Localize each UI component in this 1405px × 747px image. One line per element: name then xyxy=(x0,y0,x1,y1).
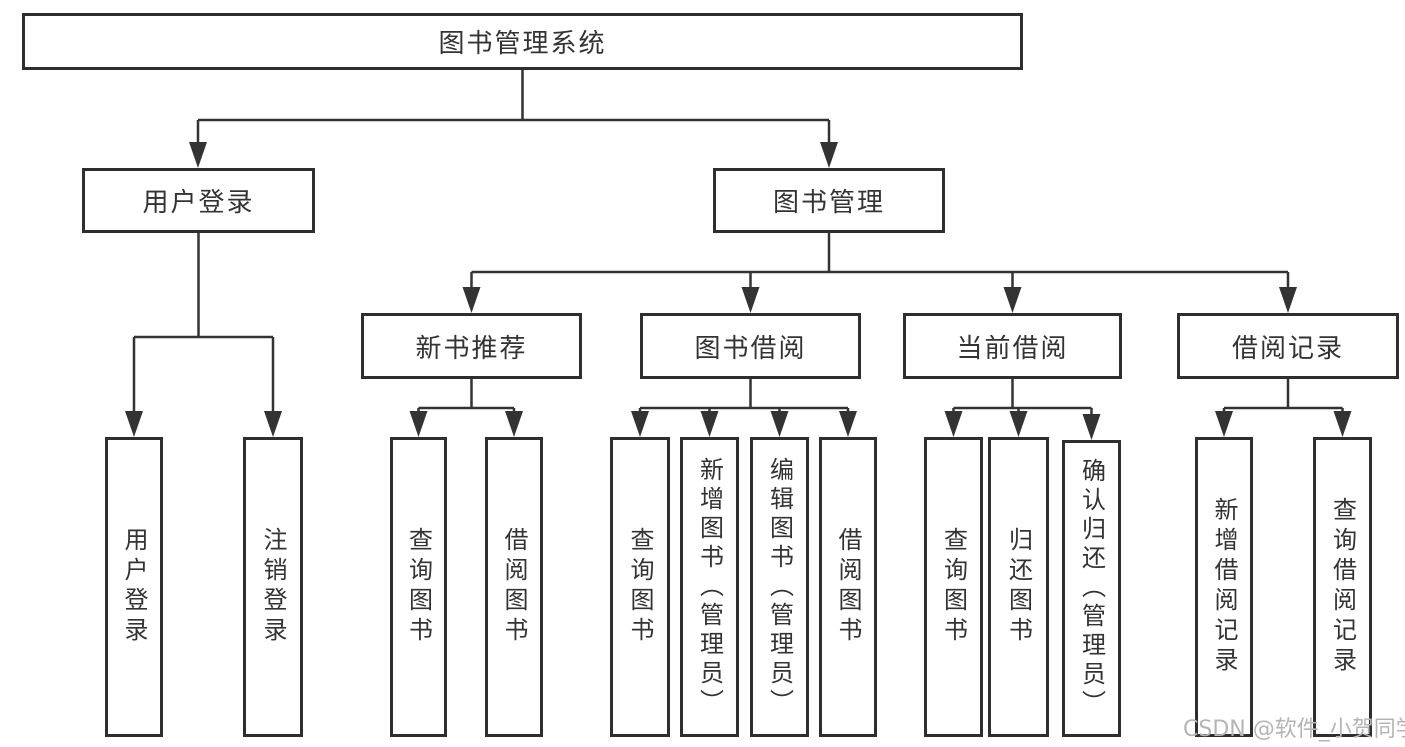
node-current-borrow: 当前借阅 xyxy=(903,313,1122,379)
leaf-recommend-borrow-books-label: 借阅图书 xyxy=(500,527,528,647)
leaf-add-books-admin-label: 新增图书（管理员） xyxy=(695,456,724,718)
node-user-login-label: 用户登录 xyxy=(142,188,255,218)
leaf-borrow-query-books: 查询图书 xyxy=(610,437,670,737)
leaf-current-query-books: 查询图书 xyxy=(924,437,983,737)
leaf-add-borrow-record-label: 新增借阅记录 xyxy=(1210,497,1238,677)
leaf-borrow-books-label: 借阅图书 xyxy=(834,527,862,647)
leaf-borrow-books: 借阅图书 xyxy=(819,437,877,737)
leaf-edit-books-admin-label: 编辑图书（管理员） xyxy=(765,456,794,718)
leaf-user-login: 用户登录 xyxy=(105,437,163,737)
leaf-borrow-query-books-label: 查询图书 xyxy=(626,527,654,647)
leaf-add-books-admin: 新增图书（管理员） xyxy=(680,437,739,737)
leaf-confirm-return-admin: 确认归还（管理员） xyxy=(1062,440,1121,737)
leaf-query-borrow-record: 查询借阅记录 xyxy=(1313,437,1372,737)
leaf-edit-books-admin: 编辑图书（管理员） xyxy=(750,437,809,737)
node-book-borrow: 图书借阅 xyxy=(640,313,861,379)
leaf-user-login-label: 用户登录 xyxy=(120,527,148,647)
node-book-borrow-label: 图书借阅 xyxy=(694,333,807,364)
node-current-borrow-label: 当前借阅 xyxy=(956,333,1069,364)
node-book-management: 图书管理 xyxy=(713,168,945,233)
leaf-return-books: 归还图书 xyxy=(988,437,1049,737)
leaf-confirm-return-admin-label: 确认归还（管理员） xyxy=(1077,458,1106,719)
node-book-management-label: 图书管理 xyxy=(772,188,885,218)
leaf-recommend-query-books-label: 查询图书 xyxy=(404,527,433,647)
arrowheads xyxy=(125,142,1352,440)
leaf-query-borrow-record-label: 查询借阅记录 xyxy=(1328,497,1357,677)
node-borrow-record-label: 借阅记录 xyxy=(1231,333,1344,364)
leaf-recommend-query-books: 查询图书 xyxy=(390,437,447,737)
node-new-book-recommend-label: 新书推荐 xyxy=(415,333,528,364)
node-root-label: 图书管理系统 xyxy=(438,29,607,59)
leaf-return-books-label: 归还图书 xyxy=(1004,527,1033,647)
leaf-current-query-books-label: 查询图书 xyxy=(939,527,968,647)
node-user-login: 用户登录 xyxy=(82,168,315,233)
csdn-watermark: CSDN @软件_小贺同学 xyxy=(1183,717,1405,742)
node-root: 图书管理系统 xyxy=(22,13,1023,70)
leaf-logout-label: 注销登录 xyxy=(259,527,287,647)
leaf-add-borrow-record: 新增借阅记录 xyxy=(1195,437,1253,737)
node-new-book-recommend: 新书推荐 xyxy=(361,313,582,379)
leaf-logout: 注销登录 xyxy=(243,437,303,737)
leaf-recommend-borrow-books: 借阅图书 xyxy=(485,437,543,737)
node-borrow-record: 借阅记录 xyxy=(1177,313,1399,379)
